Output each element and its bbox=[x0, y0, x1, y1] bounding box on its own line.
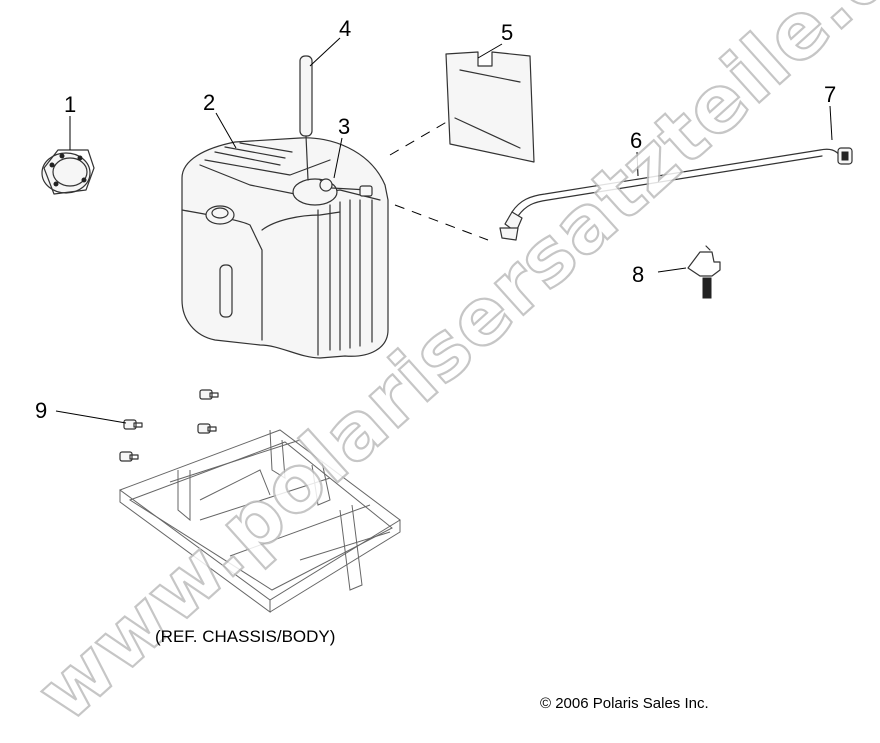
part-6-fuel-line bbox=[499, 149, 823, 241]
part-9-bolts bbox=[119, 389, 219, 462]
part-5-pad bbox=[445, 51, 535, 163]
part-1-cap-ring bbox=[41, 149, 95, 195]
callout-2: 2 bbox=[203, 90, 215, 115]
bolt bbox=[123, 419, 143, 430]
bolt bbox=[197, 423, 217, 434]
bolt bbox=[199, 389, 219, 400]
part-7-connector bbox=[819, 147, 853, 165]
reference-note: (REF. CHASSIS/BODY) bbox=[155, 627, 335, 646]
part-4-vent-hose bbox=[299, 55, 313, 181]
callout-7: 7 bbox=[824, 82, 836, 107]
callout-4: 4 bbox=[339, 16, 351, 41]
chassis-frame bbox=[118, 429, 401, 613]
callout-5: 5 bbox=[501, 20, 513, 45]
callout-9: 9 bbox=[35, 398, 47, 423]
callout-8: 8 bbox=[632, 262, 644, 287]
callout-3: 3 bbox=[338, 114, 350, 139]
leader-lines bbox=[55, 37, 833, 424]
callout-1: 1 bbox=[64, 92, 76, 117]
projection-lines bbox=[389, 119, 489, 241]
bolt bbox=[119, 451, 139, 462]
part-3-fuel-sender bbox=[319, 178, 373, 197]
callout-6: 6 bbox=[630, 128, 642, 153]
part-2-fuel-tank bbox=[181, 137, 389, 359]
copyright-notice: © 2006 Polaris Sales Inc. bbox=[540, 695, 709, 712]
part-8-clamp bbox=[687, 245, 721, 299]
